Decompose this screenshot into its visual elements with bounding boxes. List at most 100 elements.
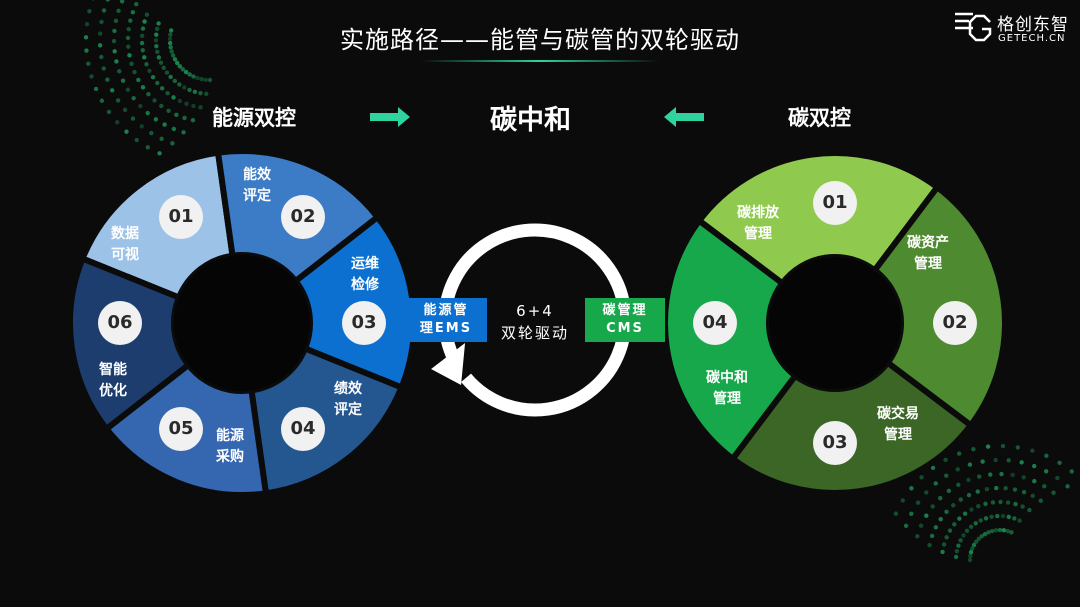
- decor-dots: [984, 516, 988, 520]
- decor-dots: [105, 77, 109, 81]
- decor-dots: [102, 8, 106, 12]
- decor-dots: [178, 99, 182, 103]
- decor-dots: [930, 534, 934, 538]
- header-carbon-control: 碳双控: [788, 102, 851, 132]
- cms-label-box: 碳管理 CMS: [585, 298, 665, 342]
- decor-dots: [91, 0, 95, 1]
- decor-dots: [968, 462, 972, 466]
- decor-dots: [1009, 530, 1013, 534]
- ems-step-label: 绩效评定: [318, 379, 378, 421]
- decor-dots: [160, 86, 164, 90]
- decor-dots: [177, 82, 181, 86]
- decor-dots: [986, 444, 990, 448]
- decor-dots: [940, 550, 944, 554]
- decor-dots: [151, 75, 155, 79]
- decor-dots: [157, 55, 161, 59]
- decor-dots: [165, 70, 169, 74]
- decor-dots: [131, 10, 135, 14]
- decor-dots: [968, 554, 972, 558]
- decor-dots: [1001, 514, 1005, 518]
- decor-dots: [195, 76, 199, 80]
- ems-step-number: 03: [342, 301, 386, 345]
- decor-dots: [198, 91, 202, 95]
- dual-drive-count: 6+4: [490, 300, 580, 322]
- ems-step-label: 数据可视: [95, 224, 155, 266]
- decor-dots: [187, 88, 191, 92]
- decor-dots: [1007, 515, 1011, 519]
- decor-dots: [1003, 486, 1007, 490]
- decor-dots: [944, 473, 948, 477]
- decor-dots: [131, 96, 135, 100]
- decor-dots: [147, 69, 151, 73]
- decor-dots: [1070, 469, 1074, 473]
- decor-dots: [919, 475, 923, 479]
- decor-dots: [954, 555, 958, 559]
- decor-dots: [171, 95, 175, 99]
- ems-label-box: 能源管 理EMS: [405, 298, 487, 342]
- decor-dots: [142, 55, 146, 59]
- decor-dots: [967, 493, 971, 497]
- decor-dots: [977, 474, 981, 478]
- decor-dots: [909, 486, 913, 490]
- decor-dots: [1019, 460, 1023, 464]
- logo-domain: GETECH.CN: [998, 33, 1065, 44]
- decor-dots: [966, 478, 970, 482]
- decor-dots: [1044, 469, 1048, 473]
- decor-dots: [1065, 484, 1069, 488]
- decor-dots: [965, 529, 969, 533]
- decor-dots: [994, 528, 998, 532]
- decor-dots: [959, 497, 963, 501]
- decor-dots: [1016, 445, 1020, 449]
- decor-dots: [126, 88, 130, 92]
- decor-dots: [159, 137, 163, 141]
- ems-step-label: 智能优化: [83, 360, 143, 402]
- decor-dots: [115, 120, 119, 124]
- decor-dots: [1002, 528, 1006, 532]
- decor-dots: [924, 514, 928, 518]
- decor-dots: [114, 59, 118, 63]
- decor-dots: [976, 489, 980, 493]
- decor-dots: [1006, 500, 1010, 504]
- decor-dots: [191, 104, 195, 108]
- decor-dots: [1011, 473, 1015, 477]
- decor-dots: [162, 122, 166, 126]
- decor-dots: [974, 521, 978, 525]
- decor-dots: [155, 81, 159, 85]
- decor-dots: [184, 102, 188, 106]
- decor-dots: [132, 70, 136, 74]
- decor-dots: [94, 87, 98, 91]
- decor-dots: [1032, 479, 1036, 483]
- decor-dots: [944, 535, 948, 539]
- decor-dots: [121, 79, 125, 83]
- decor-dots: [948, 528, 952, 532]
- decor-dots: [208, 78, 212, 82]
- decor-dots: [958, 538, 962, 542]
- decor-dots: [999, 472, 1003, 476]
- ems-step-number: 06: [98, 301, 142, 345]
- decor-dots: [995, 514, 999, 518]
- decor-dots: [144, 62, 148, 66]
- decor-dots: [1022, 475, 1026, 479]
- decor-dots: [951, 503, 955, 507]
- decor-dots: [193, 90, 197, 94]
- decor-dots: [1032, 464, 1036, 468]
- decor-dots: [989, 515, 993, 519]
- decor-dots: [956, 543, 960, 547]
- cms-step-label: 碳排放管理: [728, 203, 788, 245]
- ems-label-line2: 理EMS: [405, 320, 487, 338]
- decor-dots: [123, 108, 127, 112]
- decor-dots: [116, 98, 120, 102]
- decor-dots: [990, 529, 994, 533]
- decor-dots: [957, 516, 961, 520]
- decor-dots: [146, 145, 150, 149]
- decor-dots: [1001, 444, 1005, 448]
- decor-dots: [86, 61, 90, 65]
- decor-dots: [152, 98, 156, 102]
- header-energy-control: 能源双控: [212, 102, 296, 132]
- cms-step-label: 碳中和管理: [697, 368, 757, 410]
- decor-dots: [909, 512, 913, 516]
- decor-dots: [934, 525, 938, 529]
- decor-dots: [173, 57, 177, 61]
- decor-dots: [957, 451, 961, 455]
- cms-label-line2: CMS: [585, 320, 665, 338]
